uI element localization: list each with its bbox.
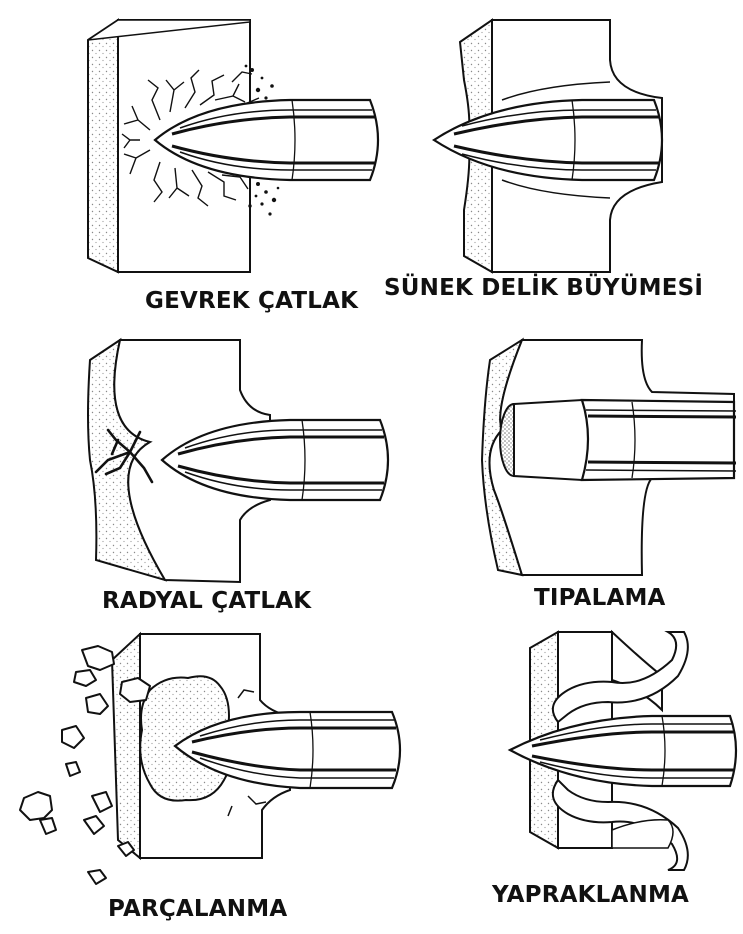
caption-fragmentation: PARÇALANMA [108, 896, 287, 922]
plugging-illustration [372, 320, 743, 620]
panel-brittle-fracture: GEVREK ÇATLAK [0, 0, 372, 320]
projectile-icon [582, 400, 736, 480]
caption-ductile-hole-growth: SÜNEK DELİK BÜYÜMESİ [384, 275, 703, 301]
brittle-fracture-illustration [0, 0, 372, 320]
caption-radial-cracking: RADYAL ÇATLAK [102, 588, 311, 614]
panel-plugging: TIPALAMA [372, 320, 743, 620]
panel-fragmentation: PARÇALANMA [0, 620, 372, 934]
caption-brittle-fracture: GEVREK ÇATLAK [145, 288, 358, 314]
panel-ductile-hole-growth: SÜNEK DELİK BÜYÜMESİ [372, 0, 743, 320]
radial-cracking-illustration [0, 320, 372, 620]
panel-petaling: YAPRAKLANMA [372, 620, 743, 934]
ductile-hole-growth-illustration [372, 0, 743, 320]
caption-plugging: TIPALAMA [534, 585, 666, 611]
fragmentation-illustration [0, 620, 372, 934]
panel-radial-cracking: RADYAL ÇATLAK [0, 320, 372, 620]
caption-petaling: YAPRAKLANMA [492, 882, 689, 908]
